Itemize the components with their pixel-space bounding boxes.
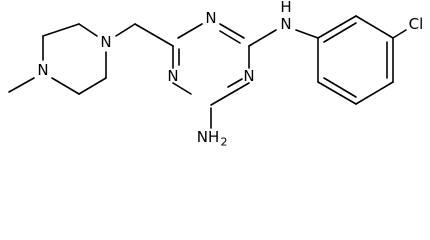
bond-ph-c5-c6 bbox=[317, 81, 357, 105]
atom-amine-n: N bbox=[280, 15, 291, 33]
bond-ph-c1-c2 bbox=[317, 15, 357, 39]
atom-amine-h: H bbox=[280, 0, 291, 16]
bond-ring-bottom-left bbox=[210, 93, 231, 106]
bond-pip-nlower-to-lowerleft bbox=[51, 77, 80, 95]
bond-ring-bottom-right bbox=[229, 82, 250, 95]
atom-ring-n-left: N bbox=[167, 67, 178, 85]
atom-ring-n-top: N bbox=[205, 9, 216, 27]
bond-ring-bottom-right-inner bbox=[227, 78, 243, 88]
atom-labels: N N N N N N H NH 2 Cl bbox=[37, 0, 423, 149]
bond-ph-c4-c5 bbox=[355, 81, 394, 105]
atom-piperazine-n-lower: N bbox=[37, 61, 48, 79]
bond-c-cl bbox=[392, 29, 407, 39]
bond-ph-c2-c3 bbox=[355, 15, 394, 39]
chemical-structure-diagram: N N N N N N H NH 2 Cl bbox=[8, 0, 423, 149]
bond-methylene-to-piperazine bbox=[115, 23, 136, 37]
atom-amino-nh2: NH bbox=[197, 128, 220, 146]
bond-pip-nupper-to-upperleft bbox=[78, 23, 98, 37]
bond-ph-c1-c2-inner bbox=[323, 22, 357, 43]
bond-pip-lowerleft-to-right bbox=[78, 77, 107, 95]
bond-ring-to-nh bbox=[248, 29, 277, 47]
bond-ph-c5-c6-inner bbox=[323, 77, 357, 98]
bonds bbox=[8, 15, 407, 129]
atom-ring-n-right: N bbox=[243, 67, 254, 85]
bond-ring-top-right bbox=[219, 23, 245, 39]
atom-amino-subscript: 2 bbox=[221, 136, 228, 149]
bond-pip-upperleft-to-left bbox=[42, 23, 80, 37]
bond-n-methyl bbox=[8, 77, 35, 93]
bond-ring-top-right-inner bbox=[219, 30, 241, 44]
bond-ring-top-left bbox=[177, 23, 203, 39]
bond-nh-to-phenyl bbox=[295, 29, 319, 39]
atom-chlorine: Cl bbox=[409, 15, 424, 33]
bond-ring-left-lower bbox=[172, 82, 192, 95]
atom-piperazine-n-upper: N bbox=[100, 33, 111, 51]
bond-ring-to-methylene bbox=[134, 23, 174, 47]
